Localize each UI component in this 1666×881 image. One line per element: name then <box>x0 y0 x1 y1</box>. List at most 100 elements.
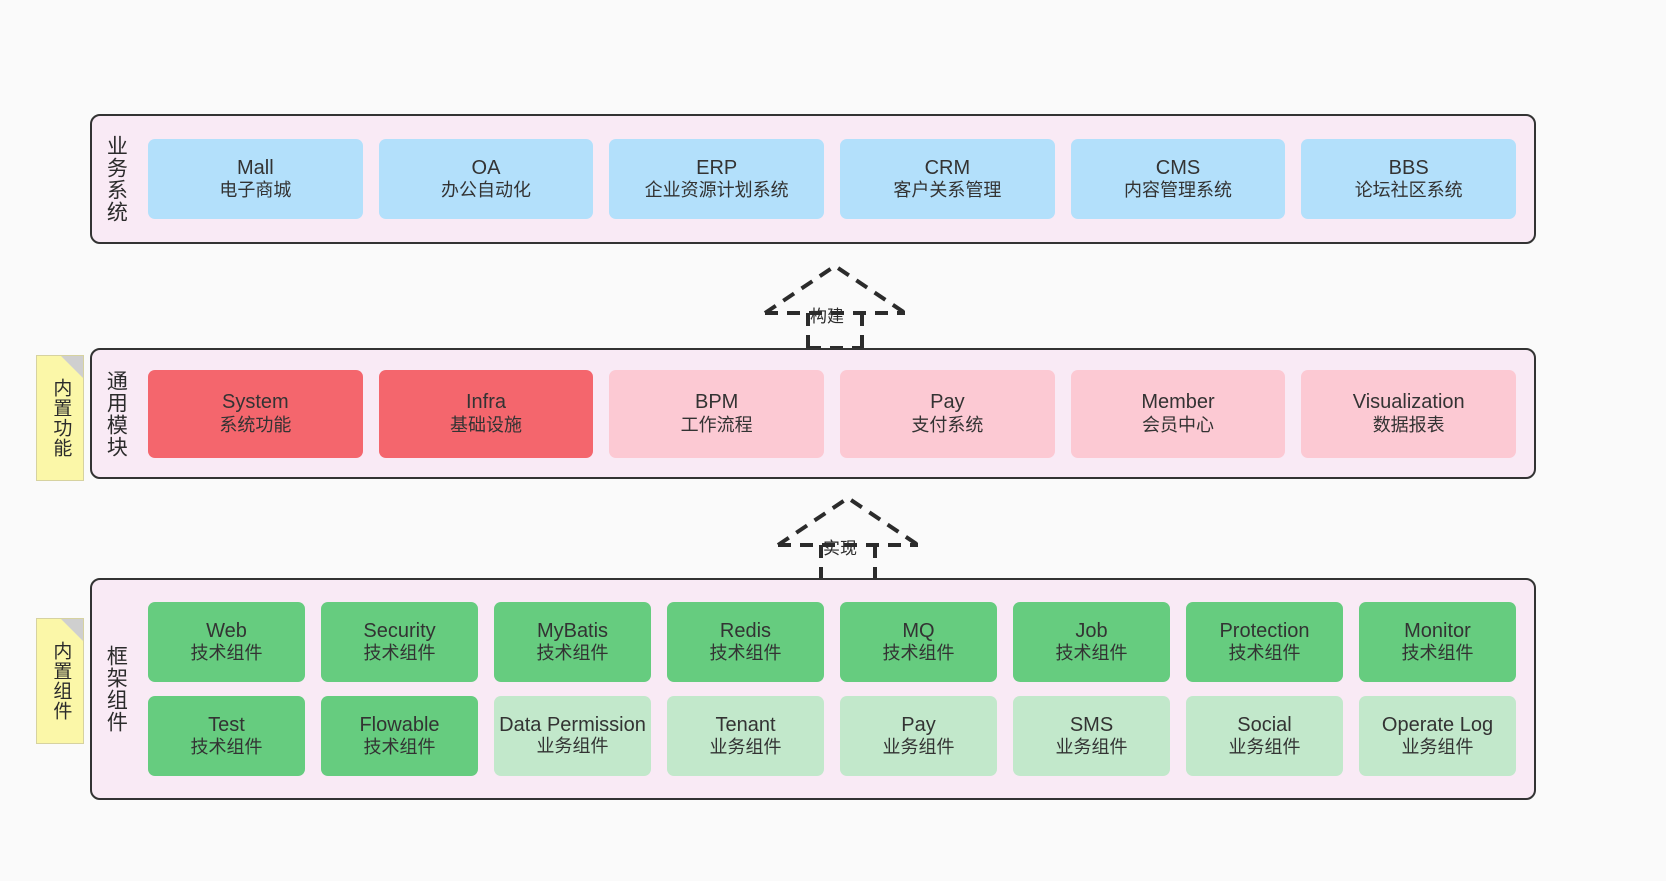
component-test-en: Test <box>208 713 245 736</box>
implement-arrow-label: 实现 <box>823 539 857 558</box>
component-mq[interactable]: MQ 技术组件 <box>840 602 997 682</box>
module-bbs-en: BBS <box>1388 156 1429 179</box>
module-erp-en: ERP <box>696 156 738 179</box>
component-security-cn: 技术组件 <box>363 643 436 664</box>
module-oa-cn: 办公自动化 <box>441 180 531 201</box>
component-redis[interactable]: Redis 技术组件 <box>667 602 824 682</box>
component-test-cn: 技术组件 <box>190 737 263 758</box>
component-job-en: Job <box>1075 619 1108 642</box>
component-sms-cn: 业务组件 <box>1055 737 1128 758</box>
component-test[interactable]: Test 技术组件 <box>148 696 305 776</box>
layer-body-business-system: Mall 电子商城 OA 办公自动化 ERP 企业资源计划系统 CRM 客户关系… <box>138 116 1534 242</box>
module-cms[interactable]: CMS 内容管理系统 <box>1070 139 1286 219</box>
module-erp[interactable]: ERP 企业资源计划系统 <box>609 139 825 219</box>
note-builtin-feature: 内置功能 <box>36 355 84 481</box>
component-job-cn: 技术组件 <box>1055 643 1128 664</box>
layer-common-module: 通用模块 System 系统功能 Infra 基础设施 BPM 工作流程 Pay <box>90 348 1536 479</box>
layer-title-common-module: 通用模块 <box>104 369 128 458</box>
component-sms-en: SMS <box>1069 713 1114 736</box>
module-pay-en: Pay <box>930 391 965 414</box>
module-bpm[interactable]: BPM 工作流程 <box>609 369 825 458</box>
component-operate-log[interactable]: Operate Log 业务组件 <box>1359 696 1516 776</box>
module-member-en: Member <box>1141 391 1215 414</box>
layer-business-system: 业务系统 Mall 电子商城 OA 办公自动化 ERP 企业资源计划系统 CRM <box>90 114 1536 244</box>
module-infra-cn: 基础设施 <box>450 414 522 435</box>
module-visualization-en: Visualization <box>1352 391 1465 414</box>
component-social[interactable]: Social 业务组件 <box>1186 696 1343 776</box>
component-tenant-cn: 业务组件 <box>709 737 782 758</box>
note-builtin-feature-label: 内置功能 <box>50 378 72 458</box>
module-system-en: System <box>221 391 289 414</box>
module-oa-en: OA <box>471 156 501 179</box>
build-arrow: 构建 <box>755 258 915 350</box>
component-flowable-en: Flowable <box>359 713 440 736</box>
component-social-en: Social <box>1237 713 1292 736</box>
component-sms[interactable]: SMS 业务组件 <box>1013 696 1170 776</box>
component-mq-en: MQ <box>902 619 935 642</box>
note-builtin-component-label: 内置组件 <box>50 641 72 721</box>
component-web-cn: 技术组件 <box>190 643 263 664</box>
component-operate-log-en: Operate Log <box>1381 713 1494 736</box>
module-crm[interactable]: CRM 客户关系管理 <box>840 139 1055 219</box>
component-mybatis-cn: 技术组件 <box>536 643 609 664</box>
common-module-row: System 系统功能 Infra 基础设施 BPM 工作流程 Pay 支付系统… <box>140 369 1524 458</box>
layer-title-framework-component: 框架组件 <box>104 645 128 733</box>
module-pay-cn: 支付系统 <box>911 414 984 435</box>
module-bbs[interactable]: BBS 论坛社区系统 <box>1301 139 1517 219</box>
component-operate-log-cn: 业务组件 <box>1401 737 1474 758</box>
module-infra-en: Infra <box>465 391 507 414</box>
component-tenant[interactable]: Tenant 业务组件 <box>667 696 824 776</box>
module-visualization-cn: 数据报表 <box>1372 414 1445 435</box>
component-data-permission-cn: 业务组件 <box>536 736 609 757</box>
module-system-cn: 系统功能 <box>219 414 292 435</box>
module-infra[interactable]: Infra 基础设施 <box>378 369 594 458</box>
module-mall[interactable]: Mall 电子商城 <box>148 139 363 219</box>
module-erp-cn: 企业资源计划系统 <box>644 180 789 201</box>
component-flowable-cn: 技术组件 <box>363 737 436 758</box>
layer-framework-component: 框架组件 Web 技术组件 Security 技术组件 MyBatis 技术组件… <box>90 578 1536 800</box>
component-monitor[interactable]: Monitor 技术组件 <box>1359 602 1516 682</box>
component-protection[interactable]: Protection 技术组件 <box>1186 602 1343 682</box>
note-fold-corner-icon <box>61 356 83 378</box>
component-job[interactable]: Job 技术组件 <box>1013 602 1170 682</box>
module-bpm-cn: 工作流程 <box>680 414 753 435</box>
component-mybatis-en: MyBatis <box>536 619 609 642</box>
module-member-cn: 会员中心 <box>1142 414 1215 435</box>
module-crm-en: CRM <box>924 156 971 179</box>
component-redis-cn: 技术组件 <box>709 643 782 664</box>
module-crm-cn: 客户关系管理 <box>893 180 1002 201</box>
business-system-row: Mall 电子商城 OA 办公自动化 ERP 企业资源计划系统 CRM 客户关系… <box>140 139 1524 219</box>
component-protection-en: Protection <box>1219 619 1310 642</box>
module-mall-en: Mall <box>237 156 274 179</box>
framework-business-row: Test 技术组件 Flowable 技术组件 Data Permission … <box>140 696 1524 776</box>
module-mall-cn: 电子商城 <box>219 180 292 201</box>
module-visualization[interactable]: Visualization 数据报表 <box>1301 369 1517 458</box>
implement-arrow: 实现 <box>768 490 928 582</box>
component-web-en: Web <box>206 619 247 642</box>
component-pay[interactable]: Pay 业务组件 <box>840 696 997 776</box>
component-mybatis[interactable]: MyBatis 技术组件 <box>494 602 651 682</box>
component-social-cn: 业务组件 <box>1228 737 1301 758</box>
module-cms-en: CMS <box>1155 156 1201 179</box>
component-security[interactable]: Security 技术组件 <box>321 602 478 682</box>
module-bbs-cn: 论坛社区系统 <box>1354 180 1463 201</box>
component-web[interactable]: Web 技术组件 <box>148 602 305 682</box>
component-flowable[interactable]: Flowable 技术组件 <box>321 696 478 776</box>
build-arrow-label: 构建 <box>810 307 844 326</box>
component-data-permission[interactable]: Data Permission 业务组件 <box>494 696 651 776</box>
module-system[interactable]: System 系统功能 <box>148 369 363 458</box>
component-protection-cn: 技术组件 <box>1228 643 1301 664</box>
component-pay-cn: 业务组件 <box>882 737 955 758</box>
component-tenant-en: Tenant <box>715 713 776 736</box>
framework-technical-row: Web 技术组件 Security 技术组件 MyBatis 技术组件 Redi… <box>140 602 1524 682</box>
layer-body-framework-component: Web 技术组件 Security 技术组件 MyBatis 技术组件 Redi… <box>138 580 1534 798</box>
module-member[interactable]: Member 会员中心 <box>1070 369 1286 458</box>
component-security-en: Security <box>363 619 436 642</box>
note-fold-corner-icon <box>61 619 83 641</box>
component-pay-en: Pay <box>901 713 936 736</box>
module-pay[interactable]: Pay 支付系统 <box>840 369 1055 458</box>
component-mq-cn: 技术组件 <box>882 643 955 664</box>
module-oa[interactable]: OA 办公自动化 <box>378 139 594 219</box>
layer-title-business-system: 业务系统 <box>104 135 128 223</box>
